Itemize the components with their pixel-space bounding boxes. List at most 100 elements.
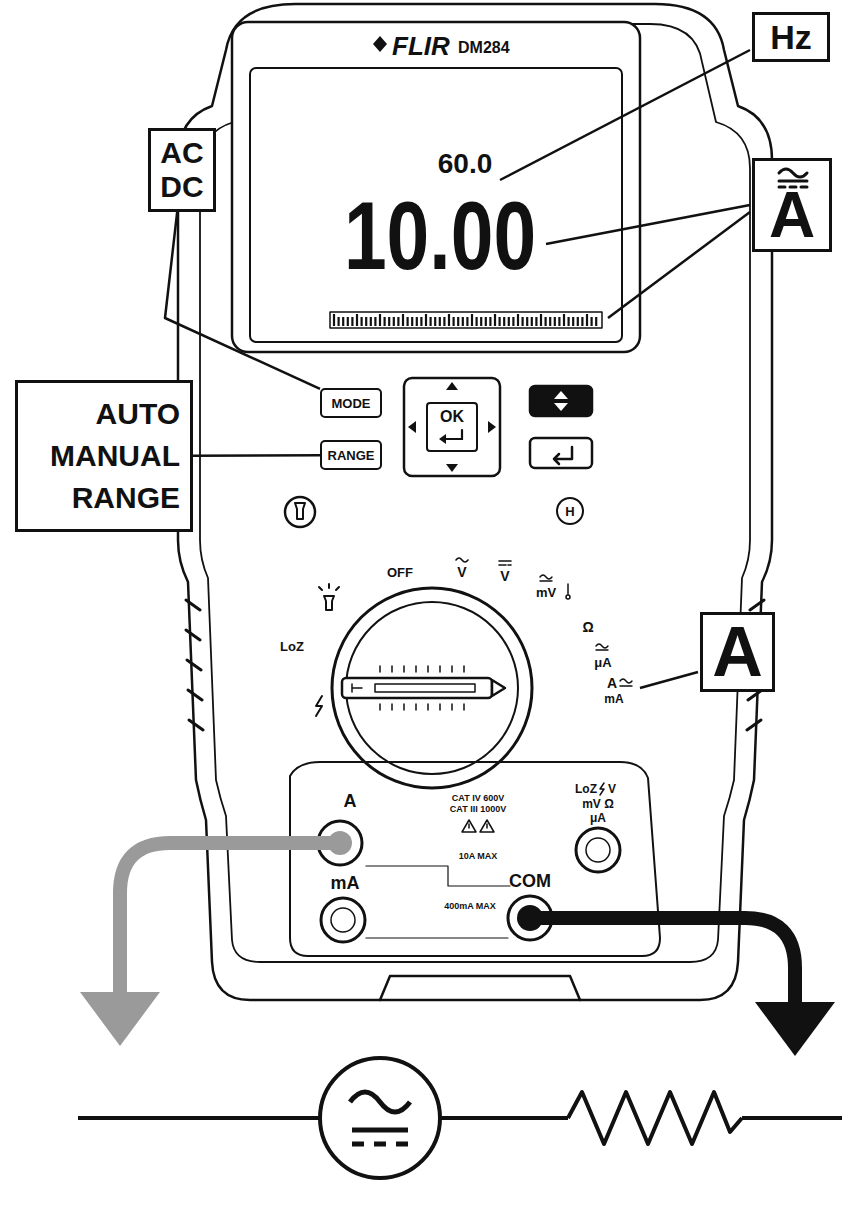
terminal-label: A bbox=[344, 792, 357, 810]
warning-triangles bbox=[462, 820, 494, 832]
node-text: AC DC bbox=[155, 136, 209, 205]
lozvmv-terminal-hole bbox=[586, 838, 610, 862]
bar-graph-tick bbox=[388, 317, 390, 326]
bar-graph-tick bbox=[581, 317, 583, 326]
terminal-plate bbox=[290, 762, 660, 956]
hold-button bbox=[530, 386, 592, 416]
brand-logo bbox=[373, 36, 387, 52]
lozvmv-terminal bbox=[576, 828, 620, 872]
dial-position: μA bbox=[594, 656, 611, 669]
ma-terminal bbox=[321, 898, 365, 942]
leader-line bbox=[193, 454, 320, 457]
bar-graph-tick bbox=[434, 317, 436, 326]
housing-outline bbox=[178, 4, 772, 1000]
dial-position: A bbox=[607, 676, 617, 690]
bar-graph-tick bbox=[503, 317, 505, 326]
dial-pointer-bar bbox=[342, 678, 492, 698]
dial-position: LoZ bbox=[280, 640, 304, 653]
terminal-label: mA bbox=[330, 874, 359, 892]
a-terminal-plug bbox=[328, 831, 352, 855]
ma-terminal-hole bbox=[331, 908, 355, 932]
bar-graph-tick bbox=[590, 317, 592, 326]
bar-graph-tick bbox=[554, 317, 556, 326]
leader-line bbox=[546, 205, 750, 244]
node-text: RANGE bbox=[324, 449, 378, 462]
bar-graph-tick bbox=[411, 317, 413, 326]
terminal-lightning-icon bbox=[600, 783, 604, 795]
brand-name: FLIR bbox=[392, 33, 450, 59]
terminal-label: COM bbox=[509, 872, 551, 890]
black-probe-tip bbox=[755, 1002, 835, 1056]
bar-graph-tick bbox=[384, 317, 386, 326]
bar-graph-tick bbox=[563, 314, 565, 326]
bar-graph-tick bbox=[361, 317, 363, 326]
bar-graph-tick bbox=[517, 314, 519, 326]
bar-graph-tick bbox=[499, 317, 501, 326]
bar-graph-tick bbox=[558, 317, 560, 326]
lcd-screen bbox=[250, 68, 622, 342]
bar-graph-tick bbox=[338, 317, 340, 326]
bar-graph-tick bbox=[439, 317, 441, 326]
terminal-label: mV Ω bbox=[582, 798, 614, 810]
node-text: H bbox=[559, 505, 581, 518]
meter-button: RANGE bbox=[320, 440, 382, 470]
leader-line bbox=[500, 50, 750, 180]
bar-graph-tick bbox=[485, 317, 487, 326]
bar-graph-tick bbox=[549, 317, 551, 326]
bar-graph-tick bbox=[397, 317, 399, 326]
leader-line bbox=[640, 672, 698, 688]
circuit-wire bbox=[78, 1116, 842, 1120]
bar-graph-tick bbox=[374, 317, 376, 326]
bar-graph-tick bbox=[567, 317, 569, 326]
bar-graph-tick bbox=[595, 317, 597, 326]
terminal-label: V bbox=[608, 783, 616, 795]
dial-window bbox=[375, 684, 475, 692]
housing-notch bbox=[380, 976, 580, 1000]
bar-graph-tick bbox=[462, 317, 464, 326]
callout-box: AC DC bbox=[148, 128, 216, 212]
bar-graph-tick bbox=[420, 317, 422, 326]
flashlight-icon bbox=[295, 503, 305, 519]
dial-position: Ω bbox=[582, 620, 593, 634]
model-number: DM284 bbox=[458, 40, 510, 56]
bar-graph-tick bbox=[512, 317, 514, 326]
bar-graph-tick bbox=[466, 317, 468, 326]
dc-mark bbox=[499, 561, 511, 565]
red-probe-tip bbox=[80, 992, 160, 1046]
bar-graph-tick bbox=[333, 314, 335, 326]
bar-graph-tick bbox=[448, 314, 450, 326]
leader-line bbox=[608, 212, 750, 318]
callout-box: Hz bbox=[752, 12, 830, 62]
node-text: Hz bbox=[758, 20, 824, 54]
current-reading: 10.00 bbox=[344, 188, 536, 284]
bar-graph-tick bbox=[370, 317, 372, 326]
dial-lightning-icon bbox=[316, 696, 322, 716]
source-dc-lines bbox=[352, 1130, 408, 1144]
dial-position: V bbox=[457, 565, 466, 579]
node-text: A bbox=[757, 183, 827, 247]
dial-flashlight-icon bbox=[319, 584, 339, 610]
fuse-line bbox=[366, 866, 510, 938]
housing-bumper bbox=[200, 24, 750, 962]
ac-dc-source-symbol bbox=[320, 1058, 440, 1178]
bar-graph-tick bbox=[544, 317, 546, 326]
bar-graph-tick bbox=[453, 317, 455, 326]
bar-graph-tick bbox=[577, 317, 579, 326]
bar-graph-tick bbox=[489, 317, 491, 326]
bar-graph-tick bbox=[342, 317, 344, 326]
dial-position: mV bbox=[536, 586, 556, 599]
enter-symbol bbox=[439, 430, 462, 444]
node-text: AUTO MANUAL RANGE bbox=[28, 393, 180, 519]
ac-mark bbox=[456, 558, 468, 562]
dial-grip bbox=[352, 666, 464, 710]
bar-graph-tick bbox=[586, 314, 588, 326]
dial-pointer-tip bbox=[492, 680, 505, 696]
callout-box: AUTO MANUAL RANGE bbox=[15, 380, 193, 532]
bar-graph-tick bbox=[416, 317, 418, 326]
bar-graph bbox=[330, 312, 602, 328]
node-text: MODE bbox=[324, 397, 378, 410]
meter-button: MODE bbox=[320, 388, 382, 418]
bar-graph-tick bbox=[356, 314, 358, 326]
